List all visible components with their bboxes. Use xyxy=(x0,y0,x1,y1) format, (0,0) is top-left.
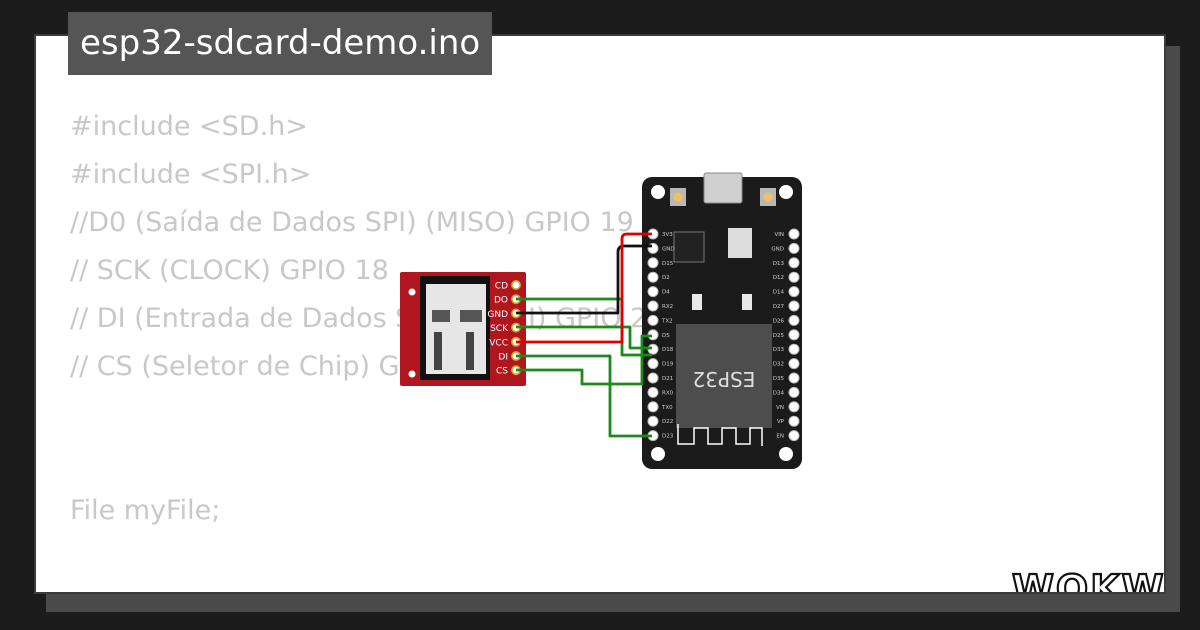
esp32-pin-rx0[interactable] xyxy=(647,386,659,398)
sd-pin-cd[interactable] xyxy=(510,279,521,290)
esp32-pin-rx2[interactable] xyxy=(647,300,659,312)
esp32-module: ESP32 xyxy=(676,324,772,446)
esp32-pin-d33[interactable] xyxy=(788,343,800,355)
wire-gnd-gnd xyxy=(516,244,652,315)
esp32-pin-label: RX0 xyxy=(662,390,674,396)
wire-sck-d18 xyxy=(516,325,652,350)
usb-port xyxy=(703,172,743,204)
wokwi-logo-icon: WOKWI xyxy=(1011,566,1166,594)
esp32-pin-label: VN xyxy=(776,405,784,411)
esp32-pin-label: D14 xyxy=(773,290,785,296)
esp32-pin-d13[interactable] xyxy=(788,257,800,269)
code-line: // SCK (CLOCK) GPIO 18 xyxy=(70,255,389,286)
esp32-pin-label: D27 xyxy=(773,304,785,310)
sd-pin-label: VCC xyxy=(489,338,508,348)
esp32-pin-d19[interactable] xyxy=(647,358,659,370)
esp32-pin-d22[interactable] xyxy=(647,415,659,427)
esp32-pin-d12[interactable] xyxy=(788,271,800,283)
sd-card-slot xyxy=(420,276,490,380)
circuit-diagram: CD DO GND SCK VCC DI CS ESP32 xyxy=(400,172,802,469)
code-line: void setup() { xyxy=(70,586,664,592)
esp32-pin-label: TX0 xyxy=(661,405,673,411)
wire-vcc-3v3 xyxy=(516,232,652,344)
esp32-pin-d2[interactable] xyxy=(647,271,659,283)
esp32-pin-label: RX2 xyxy=(662,304,673,310)
wire-group xyxy=(516,232,652,438)
code-line: #include <SPI.h> xyxy=(70,159,312,190)
esp32-pin-d15[interactable] xyxy=(647,257,659,269)
sd-pin-label: DO xyxy=(494,296,508,306)
esp32-pin-d26[interactable] xyxy=(788,314,800,326)
esp32-pin-label: EN xyxy=(776,434,784,440)
esp32-pin-gnd[interactable] xyxy=(788,242,800,254)
esp32-pin-label: D2 xyxy=(662,275,670,281)
wire-di-d23 xyxy=(516,354,652,438)
esp32-pin-label: VIN xyxy=(775,232,785,238)
esp32-pin-label: D21 xyxy=(662,376,673,382)
esp32-pin-d32[interactable] xyxy=(788,358,800,370)
wokwi-logo: WOKWI xyxy=(1008,558,1166,594)
esp32-pin-d34[interactable] xyxy=(788,386,800,398)
code-line: #include <SD.h> xyxy=(70,111,308,142)
sd-pin-label: CS xyxy=(496,367,508,377)
esp32-pin-label: D15 xyxy=(662,261,674,267)
sd-card-module[interactable]: CD DO GND SCK VCC DI CS xyxy=(400,272,526,386)
esp32-pin-label: D23 xyxy=(662,434,674,440)
esp32-pin-d27[interactable] xyxy=(788,300,800,312)
esp32-pin-vn[interactable] xyxy=(788,401,800,413)
esp32-pin-label: D22 xyxy=(662,419,673,425)
esp32-pin-label: D5 xyxy=(662,333,670,339)
esp32-pin-label: D25 xyxy=(773,333,785,339)
esp32-pin-label: 3V3 xyxy=(662,232,673,238)
sd-pin-label: SCK xyxy=(490,324,509,334)
esp32-pin-label: D32 xyxy=(773,362,784,368)
esp32-pin-tx0[interactable] xyxy=(647,401,659,413)
esp32-pin-label: D4 xyxy=(662,290,670,296)
project-title: esp32-sdcard-demo.ino xyxy=(68,12,493,75)
svg-text:WOKWI: WOKWI xyxy=(1012,567,1166,594)
esp32-pin-label: GND xyxy=(771,246,784,252)
esp32-pin-d21[interactable] xyxy=(647,372,659,384)
wire-cs-d5 xyxy=(516,334,652,386)
esp32-pin-label: D33 xyxy=(773,347,785,353)
sd-pin-label: GND xyxy=(487,310,508,320)
esp32-pin-vp[interactable] xyxy=(788,415,800,427)
esp32-pin-label: D18 xyxy=(662,347,674,353)
chip-label: ESP32 xyxy=(693,367,756,391)
esp32-pin-en[interactable] xyxy=(788,430,800,442)
esp32-pin-label: VP xyxy=(777,419,785,425)
corner-holes-icon xyxy=(651,185,793,461)
esp32-pin-label: D13 xyxy=(773,261,785,267)
esp32-pin-d14[interactable] xyxy=(788,286,800,298)
esp32-pin-label: D35 xyxy=(773,376,785,382)
esp32-pin-label: TX2 xyxy=(661,318,673,324)
sd-pin-label: CD xyxy=(495,282,508,292)
esp32-pin-label: D26 xyxy=(773,318,785,324)
esp32-pin-vin[interactable] xyxy=(788,228,800,240)
code-line: File myFile; xyxy=(70,495,221,526)
esp32-pin-d25[interactable] xyxy=(788,329,800,341)
esp32-pin-label: D34 xyxy=(773,390,785,396)
esp32-pin-label: GND xyxy=(662,246,675,252)
project-preview-card: #include <SD.h>#include <SPI.h>//D0 (Saí… xyxy=(34,34,1166,594)
sd-pin-label: DI xyxy=(498,353,508,363)
esp32-pin-label: D19 xyxy=(662,362,674,368)
esp32-pin-tx2[interactable] xyxy=(647,314,659,326)
esp32-pin-d35[interactable] xyxy=(788,372,800,384)
esp32-pin-label: D12 xyxy=(773,275,784,281)
esp32-pin-d4[interactable] xyxy=(647,286,659,298)
